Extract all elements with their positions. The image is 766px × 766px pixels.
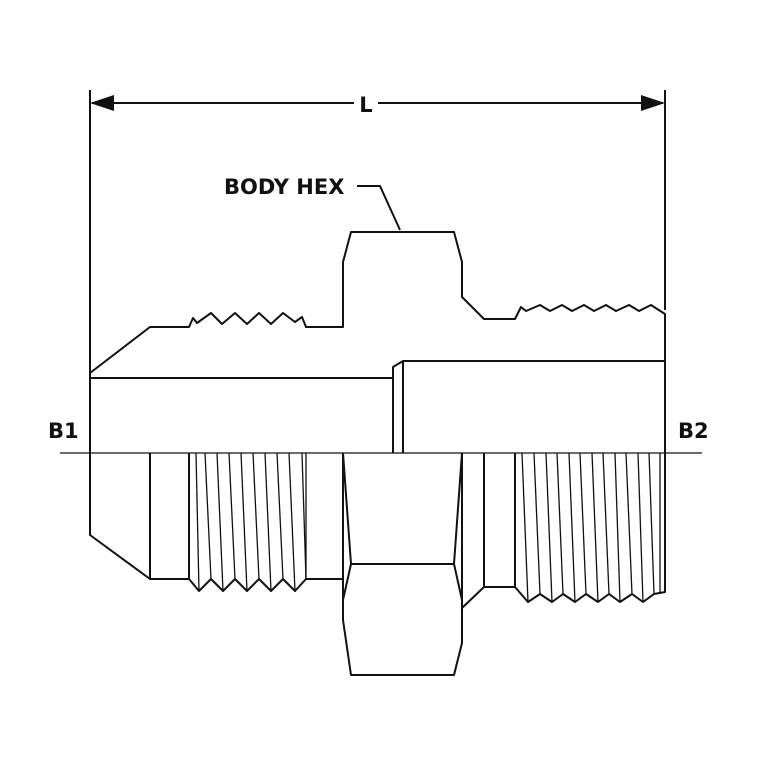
- right-thread-lines: [521, 452, 661, 603]
- left-chamfer: [89, 453, 189, 580]
- end-2-label: B2: [678, 419, 709, 443]
- hex-flats: [342, 452, 463, 676]
- leader-line: [357, 185, 401, 231]
- body-hex-label: BODY HEX: [224, 175, 344, 199]
- left-thread-lines: [195, 452, 307, 592]
- exterior-view: [89, 452, 666, 676]
- right-shoulder: [461, 586, 515, 609]
- body-hex-callout: BODY HEX: [224, 175, 401, 231]
- left-thread-profile: [188, 578, 343, 592]
- bore: [89, 361, 666, 453]
- length-dimension: L: [89, 90, 666, 373]
- end-1-label: B1: [48, 419, 79, 443]
- section-hatched-body: [89, 231, 666, 379]
- length-label: L: [359, 93, 372, 117]
